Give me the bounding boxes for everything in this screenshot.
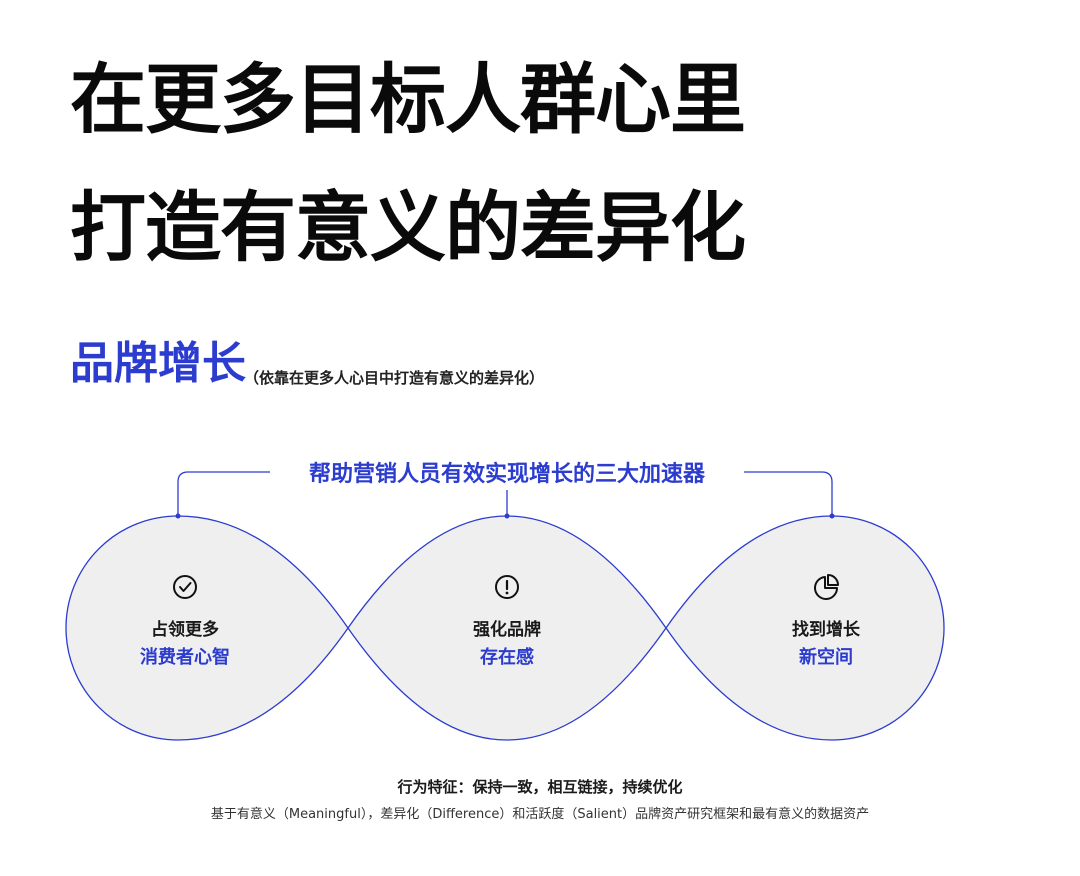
bracket-dot-left xyxy=(175,513,181,519)
behavior-traits-text: 行为特征：保持一致，相互链接，持续优化 xyxy=(397,778,683,796)
bracket-right-arm xyxy=(744,471,833,516)
bracket-left-arm xyxy=(177,471,270,516)
headline-line-2: 打造有意义的差异化 xyxy=(70,183,746,272)
accelerator-title: 帮助营销人员有效实现增长的三大加速器 xyxy=(309,461,706,487)
research-basis-text: 基于有意义（Meaningful），差异化（Difference）和活跃度（Sa… xyxy=(210,807,870,822)
brand-growth-title: 品牌增长 xyxy=(70,338,246,389)
node-3-label-bottom: 新空间 xyxy=(799,646,853,668)
node-3-label-top: 找到增长 xyxy=(792,619,861,640)
lobe-chain xyxy=(65,515,945,741)
lobe-1 xyxy=(65,515,349,741)
accelerator-bracket xyxy=(177,471,833,516)
node-1-label-bottom: 消费者心智 xyxy=(140,646,230,668)
node-1-label-top: 占领更多 xyxy=(151,619,219,640)
exclamation-circle-icon xyxy=(495,575,519,599)
check-circle-icon xyxy=(173,575,197,599)
bracket-dot-right xyxy=(829,513,835,519)
bracket-dot-center xyxy=(504,513,510,519)
node-2-label-top: 强化品牌 xyxy=(473,619,541,640)
node-2-label-bottom: 存在感 xyxy=(480,646,534,668)
brand-growth-subtitle: （依靠在更多人心目中打造有意义的差异化） xyxy=(244,369,545,387)
pie-chart-icon xyxy=(814,574,839,600)
headline-line-1: 在更多目标人群心里 xyxy=(70,55,746,144)
lobe-3 xyxy=(665,515,945,741)
